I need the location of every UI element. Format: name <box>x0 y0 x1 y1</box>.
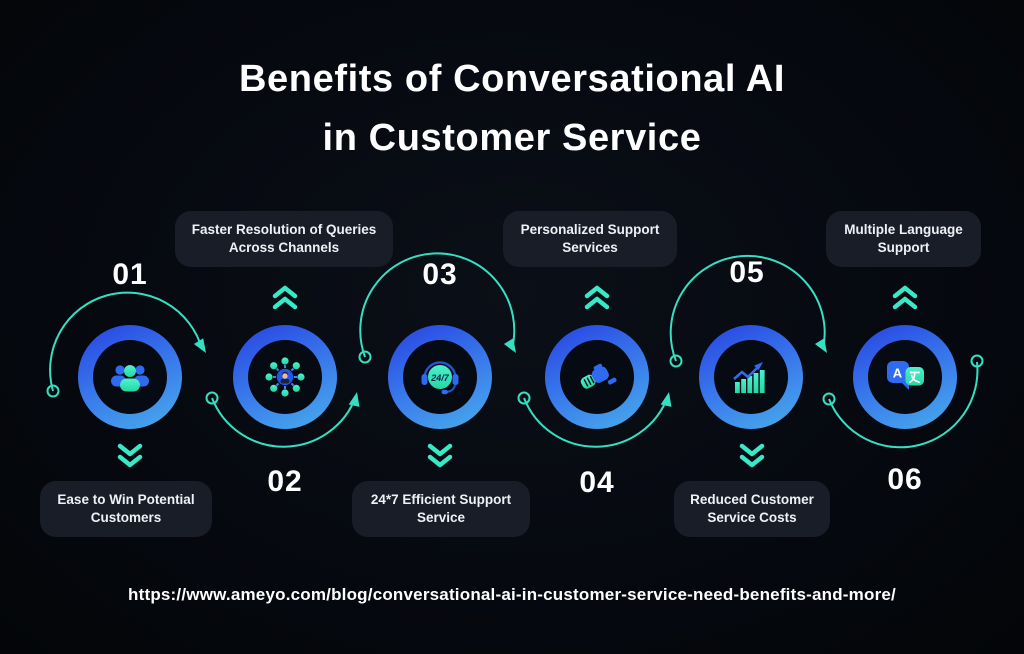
chevron-down-icon <box>117 443 143 468</box>
step-number: 02 <box>267 465 303 498</box>
growth-chart-icon <box>733 362 765 393</box>
chevron-up-icon <box>272 285 298 310</box>
connector-arc <box>669 254 827 368</box>
chevron-down-icon <box>739 443 765 468</box>
step-circle-inner <box>714 340 788 414</box>
chevron-up-icon <box>584 285 610 310</box>
handshake-icon <box>580 363 617 389</box>
step-circle: 24/7 <box>388 325 492 429</box>
step-label: Personalized Support Services <box>503 211 677 267</box>
step-label-text: Ease to Win Potential Customers <box>57 492 195 525</box>
step-label: Reduced Customer Service Costs <box>674 481 830 537</box>
step-circle <box>78 325 182 429</box>
step-label-text: 24*7 Efficient Support Service <box>370 492 512 525</box>
step-number: 05 <box>729 256 765 289</box>
step-label: 24*7 Efficient Support Service <box>352 481 530 537</box>
page-title-line-2: in Customer Service <box>322 117 702 159</box>
step-label-text: Multiple Language Support <box>844 222 963 255</box>
step-circle-inner <box>248 340 322 414</box>
connector-arc <box>46 291 206 398</box>
step-label: Multiple Language Support <box>826 211 981 267</box>
translate-glyph <box>908 371 921 384</box>
step-circle-inner <box>560 340 634 414</box>
step-label-text: Reduced Customer Service Costs <box>690 492 814 525</box>
support-badge-text: 24/7 <box>430 373 450 383</box>
translate-icon: A <box>887 361 924 390</box>
chevron-down-icon <box>427 443 453 468</box>
chevron-up-icon <box>892 285 918 310</box>
translate-latin-text: A <box>893 366 903 381</box>
step-circle-inner: 24/7 <box>403 340 477 414</box>
step-number: 01 <box>112 258 148 291</box>
step-circle-inner <box>93 340 167 414</box>
step-circle <box>545 325 649 429</box>
step-circle-inner: A <box>868 340 942 414</box>
page-title: Benefits of Conversational AI in Custome… <box>0 50 1024 168</box>
headset-24-7-icon: 24/7 <box>421 361 459 395</box>
connector-arc <box>205 391 360 448</box>
connector-arc <box>358 252 516 364</box>
step-circle <box>233 325 337 429</box>
step-label-text: Faster Resolution of Queries Across Chan… <box>191 222 377 255</box>
step-circle: A <box>853 325 957 429</box>
connector-arc <box>822 354 984 449</box>
step-label: Faster Resolution of Queries Across Chan… <box>175 211 393 267</box>
step-label: Ease to Win Potential Customers <box>40 481 212 537</box>
step-number: 03 <box>422 258 458 291</box>
source-url: https://www.ameyo.com/blog/conversationa… <box>128 585 896 604</box>
page-title-line-1: Benefits of Conversational AI <box>239 58 785 100</box>
connector-arc <box>517 391 672 448</box>
step-number: 04 <box>579 466 615 499</box>
step-label-text: Personalized Support Services <box>520 222 660 255</box>
omnichannel-network-icon <box>265 357 305 397</box>
step-circle <box>699 325 803 429</box>
step-number: 06 <box>887 463 923 496</box>
users-group-icon <box>111 365 149 392</box>
